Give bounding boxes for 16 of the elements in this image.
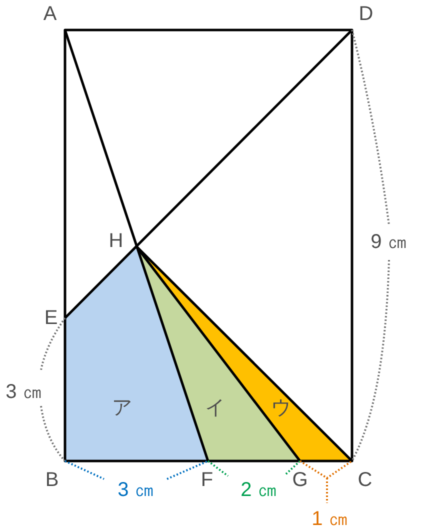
region-label: イ [205, 398, 225, 418]
point-label: B [45, 470, 59, 490]
point-label: E [44, 308, 58, 328]
point-label: G [292, 470, 308, 490]
point-label: 2 ㎝ [240, 480, 278, 500]
point-label: F [200, 470, 214, 490]
region-label: ウ [271, 398, 291, 418]
point-label: C [358, 470, 372, 490]
point-label: H [108, 231, 124, 251]
region-label: ア [112, 398, 132, 418]
point-label: 3 ㎝ [118, 480, 154, 500]
point-label: 1 ㎝ [312, 509, 348, 529]
point-label: 9 ㎝ [370, 232, 408, 252]
point-label: 3 ㎝ [6, 382, 42, 402]
point-label: D [358, 4, 374, 24]
point-label: A [43, 4, 57, 24]
